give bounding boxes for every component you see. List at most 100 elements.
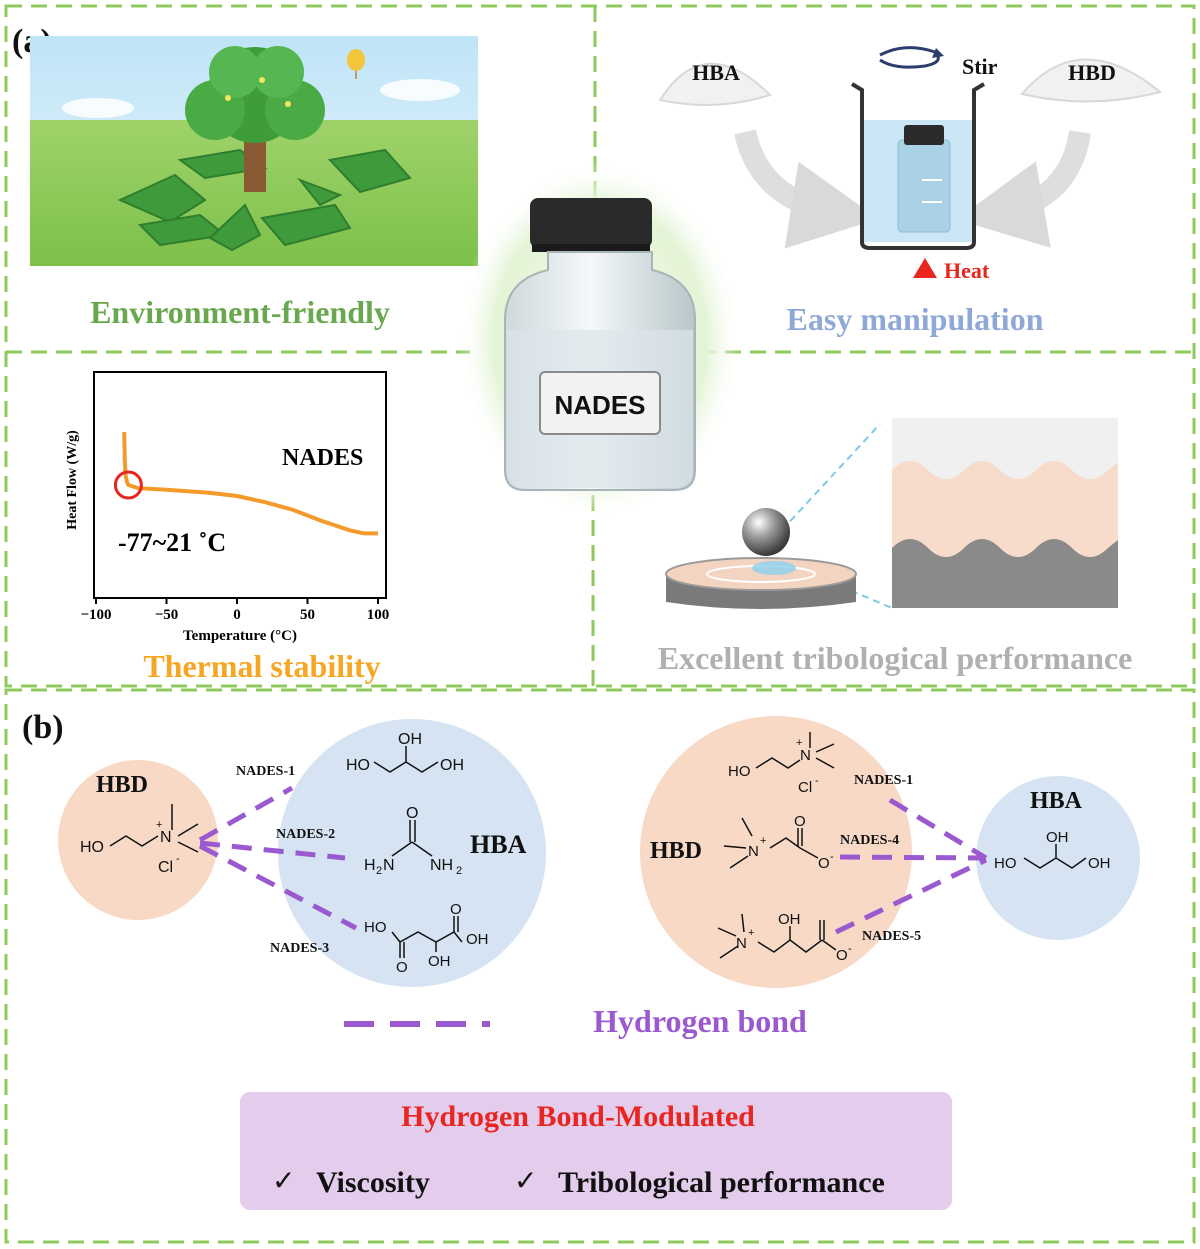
chem-ho-label: HO	[728, 763, 751, 780]
chem-o-label: O	[836, 947, 848, 964]
chart-frame	[93, 371, 387, 599]
tribological-performance-label: Tribological performance	[558, 1166, 885, 1199]
check-icon: ✓	[514, 1164, 537, 1197]
chem-oh-label: OH	[1088, 855, 1111, 872]
heat-triangle-icon	[913, 258, 937, 278]
carnitine-structure: N + OH O -	[717, 911, 852, 964]
modulation-title: Hydrogen Bond-Modulated	[401, 1100, 755, 1133]
left-flow-arrow	[734, 129, 879, 249]
left-hydrogen-bonds	[198, 785, 358, 931]
left-hbd-circle	[58, 760, 218, 920]
urea-structure: O H 2 N NH 2	[364, 805, 462, 877]
right-hba-circle	[976, 776, 1140, 940]
chem-o-label: O	[794, 813, 806, 830]
x-axis-label: Temperature (°C)	[183, 628, 297, 644]
chem-ho-label: HO	[994, 855, 1017, 872]
balloon-icon	[347, 49, 365, 79]
left-hba-label: HBA	[470, 830, 527, 859]
right-nades1-label: NADES-1	[854, 773, 913, 788]
chem-nh2-label: NH	[430, 857, 453, 874]
chem-nitrogen-label: N	[748, 843, 759, 860]
dsc-chart: −100 −50 0 50 100 Temperature (°C) Heat Flow…	[65, 371, 389, 644]
chem-minus-charge: -	[848, 943, 852, 955]
check-icon: ✓	[272, 1164, 295, 1197]
chem-oh-label: OH	[398, 731, 422, 748]
chem-oh-label: OH	[440, 757, 464, 774]
chem-ho-label: HO	[346, 757, 370, 774]
choline-chloride-structure-right: HO N + Cl -	[728, 732, 835, 796]
bottle-label: NADES	[554, 390, 645, 420]
chem-cl-label: Cl	[798, 779, 812, 796]
chem-subscript-2: 2	[456, 865, 462, 877]
x-tick-label: 50	[300, 607, 315, 623]
chem-cl-label: Cl	[158, 859, 173, 876]
chem-o-label: O	[450, 901, 462, 918]
right-hydrogen-bonds	[834, 797, 988, 935]
chem-ho-label: HO	[80, 839, 104, 856]
malic-acid-structure: HO O OH O OH	[364, 901, 489, 976]
x-tick-label: −50	[155, 607, 179, 623]
chem-ho-label: HO	[364, 919, 387, 936]
nades-bottle-illustration: NADES	[458, 160, 742, 520]
chem-n-label: N	[383, 857, 395, 874]
chem-plus-charge: +	[796, 737, 802, 749]
choline-chloride-structure: HO N + Cl -	[80, 804, 199, 876]
stir-icon	[879, 46, 944, 69]
chem-oh-label: OH	[1046, 829, 1069, 846]
heat-label: Heat	[944, 258, 990, 283]
right-nades4-label: NADES-4	[840, 833, 899, 848]
left-hbd-label: HBD	[96, 772, 148, 798]
tribology-illustration	[665, 418, 1118, 609]
chem-minus-charge: -	[830, 851, 834, 863]
transition-marker-circle	[113, 470, 143, 500]
left-nades2-label: NADES-2	[276, 827, 335, 842]
chem-o-label: O	[396, 959, 408, 976]
chem-plus-charge: +	[760, 835, 766, 847]
beaker-icon	[850, 82, 986, 250]
right-hba-label: HBA	[1030, 788, 1083, 814]
left-nades3-label: NADES-3	[270, 941, 329, 956]
hbd-powder-pile: HBD	[1020, 58, 1163, 103]
chem-nitrogen-label: N	[800, 747, 811, 764]
environment-illustration	[30, 36, 478, 266]
heat-flow-curve	[122, 431, 378, 536]
stir-label: Stir	[962, 54, 998, 79]
manipulation-caption: Easy manipulation	[787, 301, 1044, 337]
chem-nitrogen-label: N	[160, 829, 172, 846]
x-tick-label: −100	[80, 607, 111, 623]
chem-oh-label: OH	[778, 911, 801, 928]
x-tick-label: 100	[367, 607, 390, 623]
thermal-caption: Thermal stability	[143, 648, 380, 684]
right-hbd-circle	[640, 716, 912, 988]
right-flow-arrow	[956, 130, 1091, 248]
y-axis-label: Heat Flow (W/g)	[65, 430, 80, 530]
x-axis-ticks: −100 −50 0 50 100	[80, 598, 389, 623]
environment-caption: Environment-friendly	[90, 294, 390, 330]
hydrogen-bond-legend-label: Hydrogen bond	[593, 1003, 807, 1039]
steel-ball-icon	[742, 508, 790, 556]
chem-oh-label: OH	[466, 931, 489, 948]
manipulation-illustration: HBA HBD Stir Heat	[658, 46, 1163, 283]
hbd-powder-label: HBD	[1068, 60, 1116, 85]
hba-powder-pile: HBA	[658, 60, 772, 106]
chem-oh-label: OH	[428, 953, 451, 970]
chem-plus-charge: +	[748, 927, 754, 939]
panel-b-label: (b)	[22, 709, 64, 746]
modulation-box	[240, 1092, 952, 1210]
left-nades1-label: NADES-1	[236, 764, 295, 779]
chem-plus-charge: +	[156, 819, 162, 831]
chem-subscript-2: 2	[376, 865, 382, 877]
x-tick-label: 0	[233, 607, 241, 623]
tribology-caption: Excellent tribological performance	[658, 640, 1133, 676]
chart-title: NADES	[282, 445, 363, 471]
viscosity-label: Viscosity	[316, 1166, 430, 1199]
glycerol-structure-left: HO OH OH	[346, 731, 464, 774]
range-annotation: -77~21 ˚C	[118, 528, 226, 557]
chem-h2n-label: H	[364, 857, 376, 874]
hba-powder-label: HBA	[692, 60, 740, 85]
right-hbd-label: HBD	[650, 838, 702, 864]
glycerol-structure-right: HO OH OH	[994, 829, 1111, 872]
chem-o-label: O	[406, 805, 418, 822]
tree-icon	[185, 46, 325, 192]
